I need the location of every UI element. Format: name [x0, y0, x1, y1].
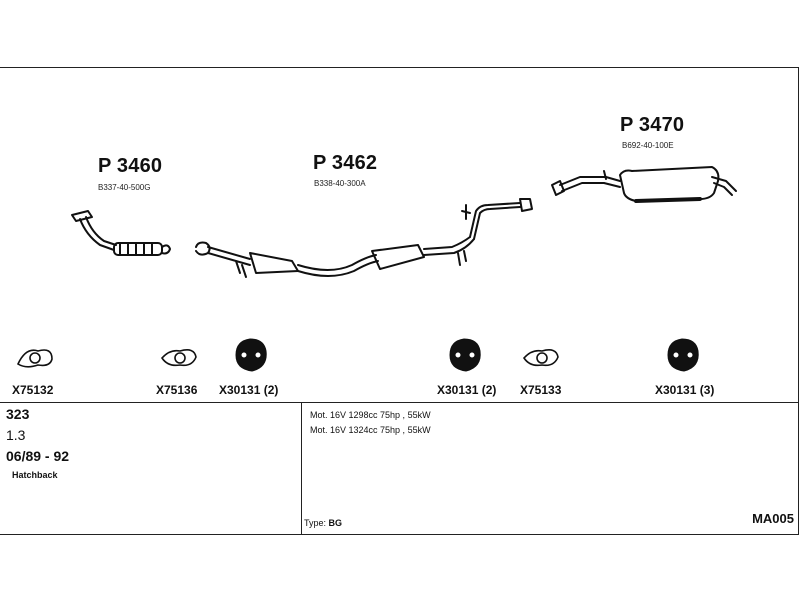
exhaust-diagram: [16, 166, 737, 372]
vehicle-model: 323: [6, 406, 30, 422]
fitting-code-5: X75133: [520, 383, 562, 397]
fitting-code-2: X75136: [156, 383, 198, 397]
fitting-mount-2: [449, 338, 481, 372]
type-field: Type: BG: [304, 518, 342, 528]
vehicle-years: 06/89 - 92: [6, 448, 70, 464]
part-code-front: P 3460: [98, 155, 163, 177]
fitting-gasket-3: [522, 349, 559, 367]
part-number-front: B337-40-500G: [98, 183, 151, 192]
engine-line-1: Mot. 16V 1298cc 75hp , 55kW: [310, 410, 431, 420]
fitting-code-6: X30131 (3): [655, 383, 715, 397]
diagram-code: MA005: [752, 511, 794, 526]
rear-muffler-drawing: [551, 166, 737, 203]
part-number-rear: B692-40-100E: [622, 141, 674, 150]
vehicle-body: Hatchback: [12, 470, 58, 480]
front-pipe-drawing: [71, 210, 171, 256]
fitting-code-3: X30131 (2): [219, 383, 279, 397]
part-code-middle: P 3462: [313, 152, 378, 174]
info-divider-vertical: [301, 402, 302, 534]
fitting-gasket-2: [160, 349, 197, 367]
info-divider-horizontal: [0, 402, 799, 403]
type-label: Type:: [304, 518, 327, 528]
type-value: BG: [328, 518, 343, 528]
part-code-rear: P 3470: [620, 114, 685, 136]
fitting-gasket-1: [16, 349, 53, 368]
fitting-code-4: X30131 (2): [437, 383, 497, 397]
vehicle-engine-size: 1.3: [6, 427, 26, 443]
fitting-code-1: X75132: [12, 383, 54, 397]
diagram-sheet: [0, 67, 799, 535]
middle-pipe-drawing: [195, 198, 533, 278]
part-number-middle: B338-40-300A: [314, 179, 366, 188]
engine-line-2: Mot. 16V 1324cc 75hp , 55kW: [310, 425, 431, 435]
fitting-mount-3: [667, 338, 699, 372]
fitting-mount-1: [235, 338, 267, 372]
